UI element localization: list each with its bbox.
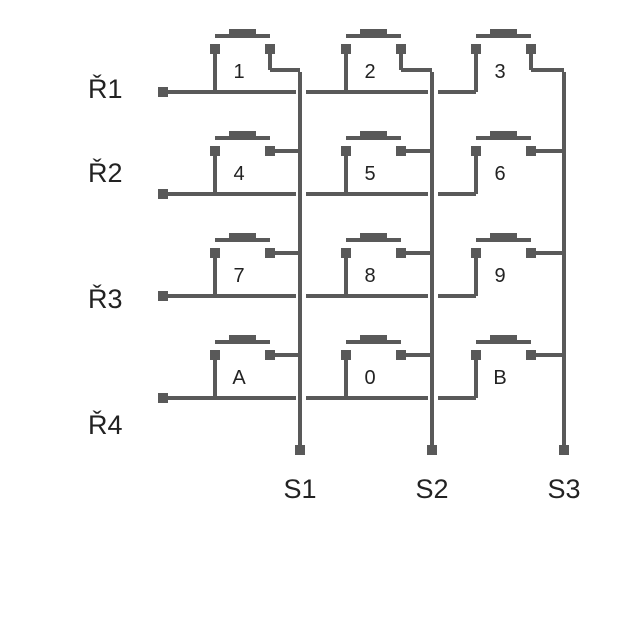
switch-plunger-cap [229,233,256,239]
pushbutton-8: 8 [341,233,432,296]
switch-plunger-cap [229,335,256,341]
column-label-1: S1 [283,474,316,504]
switch-left-contact [341,44,351,54]
pushbutton-B: B [471,335,564,398]
pushbutton-4: 4 [210,131,300,194]
switch-plunger-cap [490,131,517,137]
switch-plunger-cap [360,335,387,341]
key-label-5: 5 [364,163,375,185]
wires [158,72,569,455]
switch-left-contact [210,44,220,54]
row-4-terminal [158,393,168,403]
switch-left-contact [471,350,481,360]
pushbutton-3: 3 [471,29,564,92]
switch-left-contact [210,146,220,156]
key-label-4: 4 [233,163,244,185]
switch-plunger-cap [229,131,256,137]
switch-left-contact [471,146,481,156]
column-3-terminal [559,445,569,455]
row-1-terminal [158,87,168,97]
pushbutton-0: 0 [341,335,432,398]
column-label-2: S2 [415,474,448,504]
switch-plunger-cap [360,131,387,137]
switch-left-contact [471,248,481,258]
key-label-B: B [493,367,506,389]
switch-left-contact [471,44,481,54]
column-label-3: S3 [547,474,580,504]
pushbutton-2: 2 [341,29,432,92]
switch-left-contact [210,350,220,360]
key-label-6: 6 [494,163,505,185]
row-label-3: Ř3 [88,283,123,314]
switch-plunger-cap [490,29,517,35]
switch-left-contact [210,248,220,258]
column-2-terminal [427,445,437,455]
switches: 1 2 3 4 5 6 7 8 9A 0 B [210,29,564,398]
switch-plunger-cap [360,233,387,239]
row-label-2: Ř2 [88,157,123,188]
switch-left-contact [341,248,351,258]
pushbutton-A: A [210,335,300,398]
switch-plunger-cap [229,29,256,35]
key-label-0: 0 [364,367,375,389]
row-label-1: Ř1 [88,73,123,104]
key-label-8: 8 [364,265,375,287]
row-2-terminal [158,189,168,199]
switch-left-contact [341,146,351,156]
pushbutton-6: 6 [471,131,564,194]
column-1-terminal [295,445,305,455]
switch-left-contact [341,350,351,360]
pushbutton-5: 5 [341,131,432,194]
switch-plunger-cap [490,233,517,239]
row-3-terminal [158,291,168,301]
pushbutton-1: 1 [210,29,300,92]
key-label-A: A [232,367,246,389]
row-label-4: Ř4 [88,409,123,440]
key-label-9: 9 [494,265,505,287]
key-label-2: 2 [364,61,375,83]
switch-plunger-cap [360,29,387,35]
key-label-1: 1 [233,61,244,83]
pushbutton-9: 9 [471,233,564,296]
pushbutton-7: 7 [210,233,300,296]
switch-plunger-cap [490,335,517,341]
key-label-3: 3 [494,61,505,83]
key-label-7: 7 [233,265,244,287]
